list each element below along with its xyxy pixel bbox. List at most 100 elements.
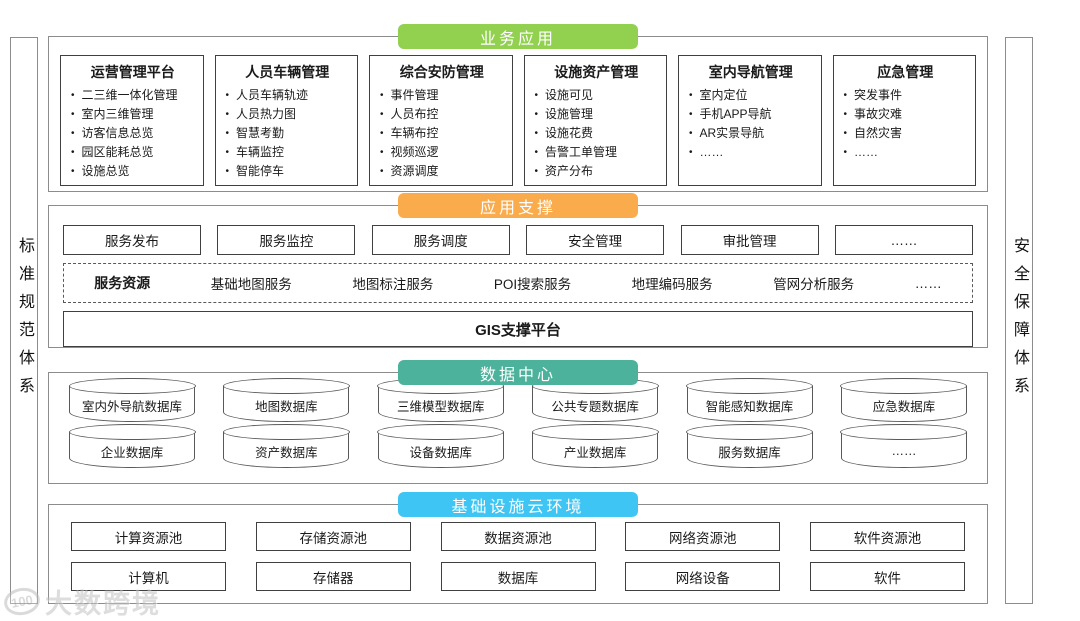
service-box: 服务监控 (217, 225, 356, 255)
service-resource-item: …… (914, 275, 942, 291)
business-cards-row: 运营管理平台 二三维一体化管理 室内三维管理 访客信息总览 园区能耗总览 设施总… (49, 37, 987, 196)
resource-pool-box: 计算资源池 (71, 522, 226, 551)
database-cylinder: …… (840, 424, 968, 468)
gis-platform-bar: GIS支撑平台 (63, 311, 973, 347)
card-bullet-item: 室内定位 (687, 86, 819, 105)
layer-application-support: 应用支撑 服务发布 服务监控 服务调度 安全管理 审批管理 …… 服务资源 基础… (48, 193, 988, 348)
service-resources-box: 服务资源 基础地图服务 地图标注服务 POI搜索服务 地理编码服务 管网分析服务… (63, 263, 973, 303)
business-card-title: 综合安防管理 (399, 64, 484, 80)
support-services-row: 服务发布 服务监控 服务调度 安全管理 审批管理 …… (49, 206, 987, 255)
hardware-box: 存储器 (255, 562, 411, 591)
left-rail-standards-system: 标准规范体系 (10, 37, 38, 604)
card-bullet-item: …… (842, 143, 974, 162)
business-card-title: 应急管理 (877, 64, 934, 80)
layer-infrastructure-cloud: 基础设施云环境 计算资源池 存储资源池 数据资源池 网络资源池 软件资源池 计算… (48, 492, 988, 604)
business-card-list: 二三维一体化管理 室内三维管理 访客信息总览 园区能耗总览 设施总览 (65, 86, 201, 181)
business-card: 室内导航管理 室内定位 手机APP导航 AR实景导航 …… (678, 55, 822, 186)
service-resource-item: 地理编码服务 (631, 277, 713, 292)
resource-pool-row: 计算资源池 存储资源池 数据资源池 网络资源池 软件资源池 (49, 522, 987, 551)
card-bullet-item: 园区能耗总览 (69, 143, 201, 162)
banner-application-support: 应用支撑 (398, 193, 638, 218)
card-bullet-item: 自然灾害 (842, 124, 974, 143)
card-bullet-item: 访客信息总览 (69, 124, 201, 143)
database-cylinder: 公共专题数据库 (531, 378, 659, 422)
card-bullet-item: 设施花费 (533, 124, 665, 143)
card-bullet-item: 智慧考勤 (224, 124, 356, 143)
service-resources-label: 服务资源 (94, 275, 151, 291)
business-card-list: 突发事件 事故灾难 自然灾害 …… (838, 86, 974, 162)
database-row: 室内外导航数据库 地图数据库 三维模型数据库 公共专题数据库 智能感知数据库 应… (49, 378, 987, 422)
business-card-list: 人员车辆轨迹 人员热力图 智慧考勤 车辆监控 智能停车 (220, 86, 356, 181)
service-resource-item: POI搜索服务 (493, 277, 572, 292)
business-card-list: 设施可见 设施管理 设施花费 告警工单管理 资产分布 (529, 86, 665, 181)
service-box: 安全管理 (526, 225, 665, 255)
hardware-box: 数据库 (440, 562, 596, 591)
business-card-list: 室内定位 手机APP导航 AR实景导航 …… (683, 86, 819, 162)
service-box: …… (834, 225, 973, 255)
business-card: 人员车辆管理 人员车辆轨迹 人员热力图 智慧考勤 车辆监控 智能停车 (214, 55, 358, 186)
hardware-box: 计算机 (71, 562, 226, 591)
database-cylinder: 服务数据库 (686, 424, 814, 468)
service-resource-item: 基础地图服务 (210, 277, 292, 292)
card-bullet-item: 事故灾难 (842, 105, 974, 124)
resource-pool-box: 存储资源池 (255, 522, 411, 551)
database-cylinder: 资产数据库 (222, 424, 350, 468)
card-bullet-item: 设施可见 (533, 86, 665, 105)
database-cylinder: 三维模型数据库 (377, 378, 505, 422)
card-bullet-item: 人员布控 (378, 105, 510, 124)
card-bullet-item: AR实景导航 (687, 124, 819, 143)
layer-business-applications: 业务应用 运营管理平台 二三维一体化管理 室内三维管理 访客信息总览 园区能耗总… (48, 24, 988, 192)
business-card: 运营管理平台 二三维一体化管理 室内三维管理 访客信息总览 园区能耗总览 设施总… (60, 55, 204, 186)
resource-pool-box: 数据资源池 (440, 522, 596, 551)
service-box: 审批管理 (680, 225, 819, 255)
business-card: 设施资产管理 设施可见 设施管理 设施花费 告警工单管理 资产分布 (523, 55, 667, 186)
database-row: 企业数据库 资产数据库 设备数据库 产业数据库 服务数据库 …… (49, 424, 987, 468)
card-bullet-item: 告警工单管理 (533, 143, 665, 162)
card-bullet-item: 视频巡逻 (378, 143, 510, 162)
resource-pool-box: 网络资源池 (625, 522, 781, 551)
card-bullet-item: …… (687, 143, 819, 162)
layer-data-center: 数据中心 室内外导航数据库 地图数据库 三维模型数据库 公共专题数据库 智能感知… (48, 360, 988, 484)
business-card-title: 人员车辆管理 (245, 64, 330, 80)
business-card: 应急管理 突发事件 事故灾难 自然灾害 …… (832, 55, 976, 186)
card-bullet-item: 资产分布 (533, 162, 665, 181)
business-card: 综合安防管理 事件管理 人员布控 车辆布控 视频巡逻 资源调度 (369, 55, 513, 186)
service-resource-item: 管网分析服务 (773, 277, 855, 292)
business-card-title: 室内导航管理 (708, 64, 793, 80)
database-cylinder: 产业数据库 (531, 424, 659, 468)
database-cylinder: 智能感知数据库 (686, 378, 814, 422)
business-card-title: 运营管理平台 (90, 64, 175, 80)
resource-pool-box: 软件资源池 (810, 522, 965, 551)
card-bullet-item: 室内三维管理 (69, 105, 201, 124)
hardware-row: 计算机 存储器 数据库 网络设备 软件 (49, 562, 987, 591)
card-bullet-item: 智能停车 (224, 162, 356, 181)
card-bullet-item: 手机APP导航 (687, 105, 819, 124)
card-bullet-item: 车辆布控 (378, 124, 510, 143)
database-cylinder: 应急数据库 (840, 378, 968, 422)
banner-infrastructure-cloud: 基础设施云环境 (398, 492, 638, 517)
hardware-box: 网络设备 (625, 562, 781, 591)
database-cylinder: 室内外导航数据库 (68, 378, 196, 422)
card-bullet-item: 资源调度 (378, 162, 510, 181)
business-card-title: 设施资产管理 (554, 64, 639, 80)
card-bullet-item: 车辆监控 (224, 143, 356, 162)
card-bullet-item: 设施管理 (533, 105, 665, 124)
service-box: 服务调度 (371, 225, 510, 255)
card-bullet-item: 人员车辆轨迹 (224, 86, 356, 105)
card-bullet-item: 事件管理 (378, 86, 510, 105)
service-box: 服务发布 (63, 225, 201, 255)
banner-data-center: 数据中心 (398, 360, 638, 385)
right-rail-label: 安全保障体系 (1011, 236, 1028, 405)
right-rail-security-system: 安全保障体系 (1005, 37, 1033, 604)
banner-business-applications: 业务应用 (398, 24, 638, 49)
card-bullet-item: 二三维一体化管理 (69, 86, 201, 105)
database-cylinder: 企业数据库 (68, 424, 196, 468)
business-card-list: 事件管理 人员布控 车辆布控 视频巡逻 资源调度 (374, 86, 510, 181)
left-rail-label: 标准规范体系 (16, 236, 33, 405)
hardware-box: 软件 (810, 562, 965, 591)
database-cylinder: 设备数据库 (377, 424, 505, 468)
database-cylinder: 地图数据库 (222, 378, 350, 422)
service-resource-item: 地图标注服务 (352, 277, 434, 292)
card-bullet-item: 设施总览 (69, 162, 201, 181)
